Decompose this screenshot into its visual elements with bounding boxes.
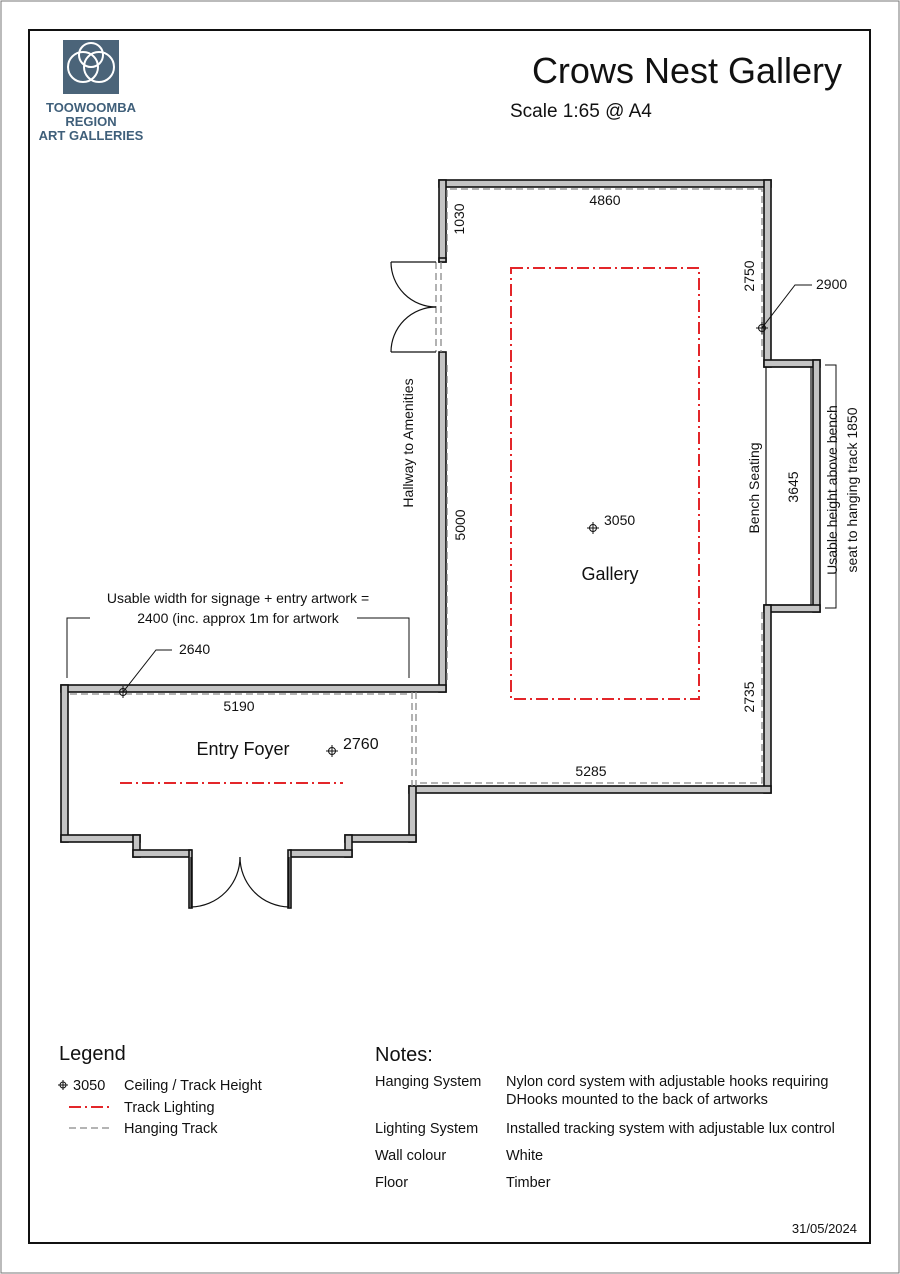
height-foyer-wall: 2640 xyxy=(179,641,210,657)
wall-gallery-bottom xyxy=(408,785,772,794)
usable-height-line1: Usable height above bench xyxy=(824,405,840,575)
bracket-usable-width-right xyxy=(357,617,410,678)
dim-gallery-bottom: 5285 xyxy=(575,763,606,779)
legend-height-value: 3050 xyxy=(73,1078,105,1094)
note-value-hanging-1: Nylon cord system with adjustable hooks … xyxy=(506,1074,828,1090)
track-lighting-gallery xyxy=(510,267,700,700)
gallery-label: Gallery xyxy=(581,564,638,584)
notes-title: Notes: xyxy=(375,1044,433,1066)
drawing-frame xyxy=(28,29,871,1244)
note-key-floor: Floor xyxy=(375,1175,408,1191)
note-key-wall: Wall colour xyxy=(375,1148,446,1164)
usable-width-line2: 2400 (inc. approx 1m for artwork xyxy=(137,610,340,626)
dim-foyer-top: 5190 xyxy=(223,698,254,714)
wall-foyer-bottom-left xyxy=(60,834,141,843)
wall-hall-jamb-top xyxy=(438,257,447,263)
scale-label: Scale 1:65 @ A4 xyxy=(510,101,652,122)
entry-double-door xyxy=(190,856,290,908)
logo-line1: TOOWOOMBA xyxy=(46,100,137,115)
wall-gallery-right-upper xyxy=(763,179,772,368)
page-title: Crows Nest Gallery xyxy=(532,50,842,91)
height-marker-foyer-center xyxy=(326,745,338,757)
note-value-floor: Timber xyxy=(506,1175,551,1191)
leader-2640 xyxy=(122,649,172,693)
dim-gallery-right-lower: 2735 xyxy=(741,681,757,712)
legend-item-track-lighting: Track Lighting xyxy=(124,1100,215,1116)
legend-height-symbol xyxy=(58,1080,68,1090)
wall-foyer-bottom-right xyxy=(344,834,417,843)
dim-gallery-left: 5000 xyxy=(452,509,468,540)
height-marker-gallery-center xyxy=(587,522,599,534)
footer-date: 31/05/2024 xyxy=(792,1221,857,1236)
dim-gallery-top: 4860 xyxy=(589,192,620,208)
wall-foyer-left xyxy=(60,684,69,843)
dim-gallery-left-upper: 1030 xyxy=(451,203,467,234)
logo-line3: ART GALLERIES xyxy=(39,128,144,143)
interlocking-rings-logo-icon xyxy=(67,42,115,83)
note-value-lighting: Installed tracking system with adjustabl… xyxy=(506,1121,835,1137)
note-value-wall: White xyxy=(506,1148,543,1164)
usable-height-line2: seat to hanging track 1850 xyxy=(844,407,860,572)
wall-gallery-left-lower xyxy=(438,351,447,693)
height-foyer-center: 2760 xyxy=(343,736,379,753)
hanging-track-gallery xyxy=(420,188,763,784)
hallway-label: Hallway to Amenities xyxy=(400,378,416,507)
bracket-usable-height xyxy=(825,364,837,609)
legend-item-height: Ceiling / Track Height xyxy=(124,1078,262,1094)
bench-seating xyxy=(765,366,812,606)
wall-gallery-top xyxy=(438,179,772,188)
note-key-hanging: Hanging System xyxy=(375,1074,481,1090)
bracket-usable-width xyxy=(66,617,90,678)
wall-gallery-right-lower xyxy=(763,604,772,794)
note-key-lighting: Lighting System xyxy=(375,1121,478,1137)
wall-foyer-top xyxy=(60,684,447,693)
legend-title: Legend xyxy=(59,1043,126,1065)
note-value-hanging-2: DHooks mounted to the back of artworks xyxy=(506,1092,768,1108)
height-right-wall: 2900 xyxy=(816,276,847,292)
leader-2900 xyxy=(761,284,812,329)
usable-width-line1: Usable width for signage + entry artwork… xyxy=(107,590,369,606)
dim-bench-width: 3645 xyxy=(785,471,801,502)
logo-line2: REGION xyxy=(65,114,116,129)
height-gallery-center: 3050 xyxy=(604,512,635,528)
dim-gallery-right-upper: 2750 xyxy=(741,260,757,291)
wall-bench-bottom xyxy=(763,604,821,613)
toowoomba-logo: TOOWOOMBA REGION ART GALLERIES xyxy=(39,40,144,143)
legend-item-hanging-track: Hanging Track xyxy=(124,1121,218,1137)
wall-foyer-right xyxy=(408,785,417,843)
hallway-double-door xyxy=(390,261,442,353)
entry-foyer-label: Entry Foyer xyxy=(196,739,289,759)
wall-bench-right xyxy=(812,359,821,613)
wall-bench-top xyxy=(763,359,821,368)
bench-seating-label: Bench Seating xyxy=(746,442,762,533)
wall-foyer-bottom-mid-right xyxy=(289,849,353,858)
wall-gallery-left-upper xyxy=(438,179,447,263)
wall-foyer-bottom-mid-left xyxy=(132,849,192,858)
